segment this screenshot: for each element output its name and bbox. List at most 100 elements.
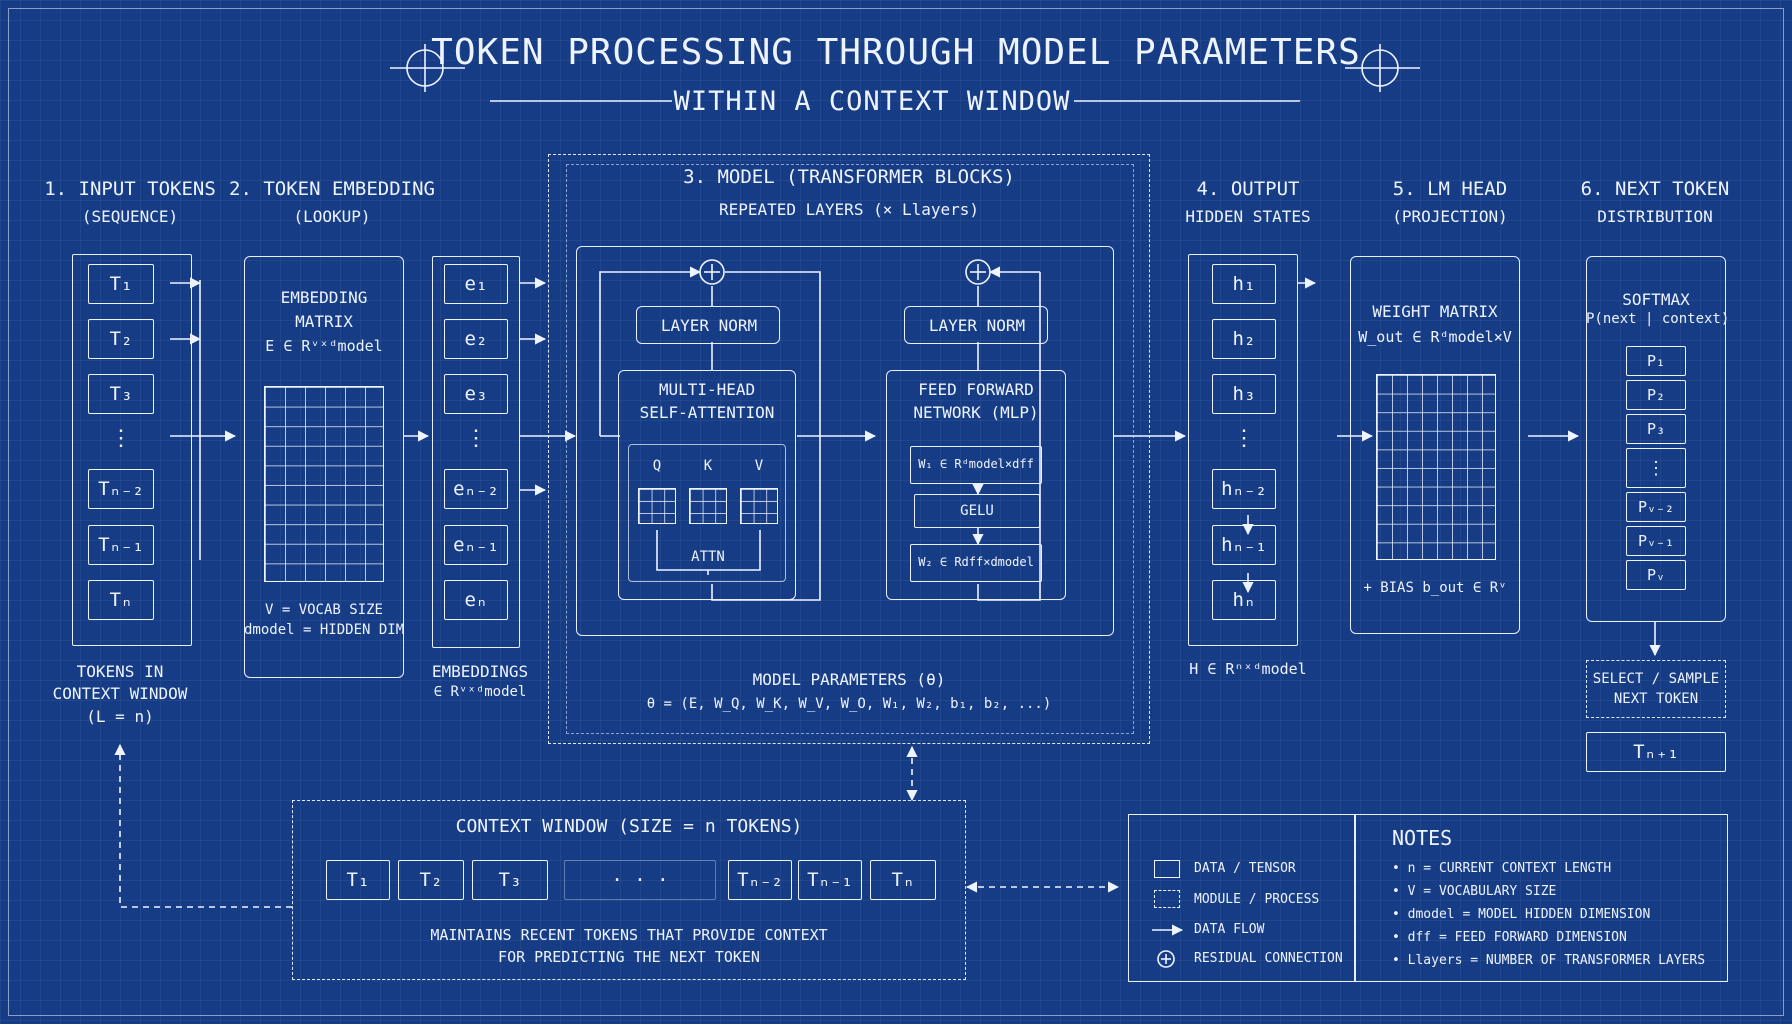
model-module [548,154,1150,744]
stage-1-title: 1. INPUT TOKENS [44,178,216,200]
embedding-vector: e₁ [444,264,508,304]
note-text: V = VOCABULARY SIZE [1407,884,1557,899]
query-matrix [638,488,676,524]
context-token: T₃ [472,860,548,900]
hidden-states-caption: H ∈ Rⁿˣᵈmodel [1189,660,1307,678]
hidden-states-panel [1188,254,1298,646]
note-item: • Llayers = NUMBER OF TRANSFORMER LAYERS [1392,953,1706,968]
probability-cell: Pᵥ₋₁ [1626,526,1686,556]
input-caption-3: (L = n) [86,707,154,726]
note-text: dmodel = MODEL HIDDEN DIMENSION [1407,907,1651,922]
embeddings-caption-1: EMBEDDINGS [431,662,529,681]
embedding-vector: eₙ₋₂ [444,469,508,509]
context-token: T₂ [398,860,464,900]
lm-head-bias: + BIAS b_out ∈ Rᵛ [1363,580,1507,596]
embedding-box-title-2: MATRIX [295,312,353,331]
embedding-note-2: dmodel = HIDDEN DIM [244,622,405,638]
notes-title: NOTES [1392,826,1453,850]
model-title: 3. MODEL (TRANSFORMER BLOCKS) [683,166,1015,188]
select-sample-1: SELECT / SAMPLE [1592,671,1720,687]
legend-module-icon [1154,890,1180,908]
stage-2-title: 2. TOKEN EMBEDDING [229,178,435,200]
feed-forward-module [886,370,1066,600]
context-description-2: FOR PREDICTING THE NEXT TOKEN [498,948,760,966]
embedding-ellipsis: ⋮ [465,426,487,451]
legend-module-process: MODULE / PROCESS [1194,892,1320,907]
ffn-w2: W₂ ∈ Rdff×dmodel [910,544,1042,582]
hidden-state: h₃ [1212,374,1276,414]
note-text: n = CURRENT CONTEXT LENGTH [1407,861,1612,876]
input-caption-2: CONTEXT WINDOW [52,684,188,703]
context-window-box [292,800,966,980]
model-params-formula: θ = (E, W_Q, W_K, W_V, W_O, W₁, W₂, b₁, … [646,696,1052,712]
stage-4-subtitle: HIDDEN STATES [1185,207,1311,226]
input-caption-1: TOKENS IN [76,662,164,681]
hidden-state: hₙ [1212,580,1276,620]
page-title: TOKEN PROCESSING THROUGH MODEL PARAMETER… [431,32,1361,73]
hidden-state: hₙ₋₂ [1212,469,1276,509]
ffn-gelu: GELU [914,494,1040,528]
hidden-state: hₙ₋₁ [1212,525,1276,565]
note-item: • V = VOCABULARY SIZE [1392,884,1557,899]
stage-5-title: 5. LM HEAD [1392,178,1508,200]
lm-head-weight-grid [1376,374,1496,560]
legend-divider [1354,814,1356,982]
embedding-note-1: V = VOCAB SIZE [264,602,383,618]
softmax-label: SOFTMAX [1622,290,1690,309]
lm-head-title: WEIGHT MATRIX [1372,302,1498,321]
softmax-prob-label: P(next | context) [1586,311,1730,327]
input-token: Tₙ₋₂ [88,469,154,509]
input-token: Tₙ₋₁ [88,525,154,565]
select-sample-box [1586,660,1726,718]
embedding-vector: e₂ [444,319,508,359]
note-text: Llayers = NUMBER OF TRANSFORMER LAYERS [1407,953,1706,968]
stage-4-title: 4. OUTPUT [1196,178,1300,200]
ffn-w1-label: W₁ ∈ Rᵈmodel×dff [918,457,1034,471]
hidden-state-ellipsis: ⋮ [1233,426,1255,451]
hidden-state: h₂ [1212,319,1276,359]
legend-data-tensor: DATA / TENSOR [1194,861,1296,876]
legend-data-flow: DATA FLOW [1194,922,1265,937]
layer-norm-1-label: LAYER NORM [660,316,758,335]
next-token-result: Tₙ₊₁ [1586,732,1726,772]
model-repeated-layers: REPEATED LAYERS (× Llayers) [718,200,980,219]
probability-cell: P₁ [1626,346,1686,376]
qkv-frame [628,444,786,582]
legend-residual-connection: RESIDUAL CONNECTION [1194,951,1343,966]
probability-cell: P₂ [1626,380,1686,410]
hidden-state: h₁ [1212,264,1276,304]
embedding-matrix-grid [264,386,384,582]
context-description-1: MAINTAINS RECENT TOKENS THAT PROVIDE CON… [430,926,828,944]
input-tokens-panel [72,254,192,646]
note-item: • dmodel = MODEL HIDDEN DIMENSION [1392,907,1651,922]
select-sample-2: NEXT TOKEN [1613,691,1699,707]
embedding-vector: eₙ [444,580,508,620]
stage-5-subtitle: (PROJECTION) [1392,207,1508,226]
lm-head-formula: W_out ∈ Rᵈmodel×V [1358,328,1512,346]
ffn-gelu-label: GELU [960,503,994,519]
probability-cell: Pᵥ₋₂ [1626,492,1686,522]
ffn-title-2: NETWORK (MLP) [913,403,1039,422]
embedding-box-title-1: EMBEDDING [280,288,368,307]
input-token: T₂ [88,319,154,359]
note-item: • dff = FEED FORWARD DIMENSION [1392,930,1627,945]
layer-norm-2: LAYER NORM [904,306,1048,344]
query-label: Q [652,458,662,474]
value-label: V [754,458,764,474]
embeddings-panel [432,256,520,648]
ffn-w2-label: W₂ ∈ Rdff×dmodel [918,555,1034,569]
transformer-block [576,246,1114,636]
context-token: Tₙ [870,860,936,900]
softmax-box [1586,256,1726,622]
input-token-ellipsis: ⋮ [110,426,132,451]
context-token: Tₙ₋₁ [798,860,862,900]
embedding-vector: eₙ₋₁ [444,525,508,565]
layer-norm-2-label: LAYER NORM [928,316,1026,335]
stage-2-subtitle: (LOOKUP) [293,207,371,226]
outer-frame [8,8,1784,1016]
legend-panel [1128,814,1728,982]
stage-1-subtitle: (SEQUENCE) [81,207,179,226]
stage-6-title: 6. NEXT TOKEN [1580,178,1730,200]
key-matrix [689,488,727,524]
